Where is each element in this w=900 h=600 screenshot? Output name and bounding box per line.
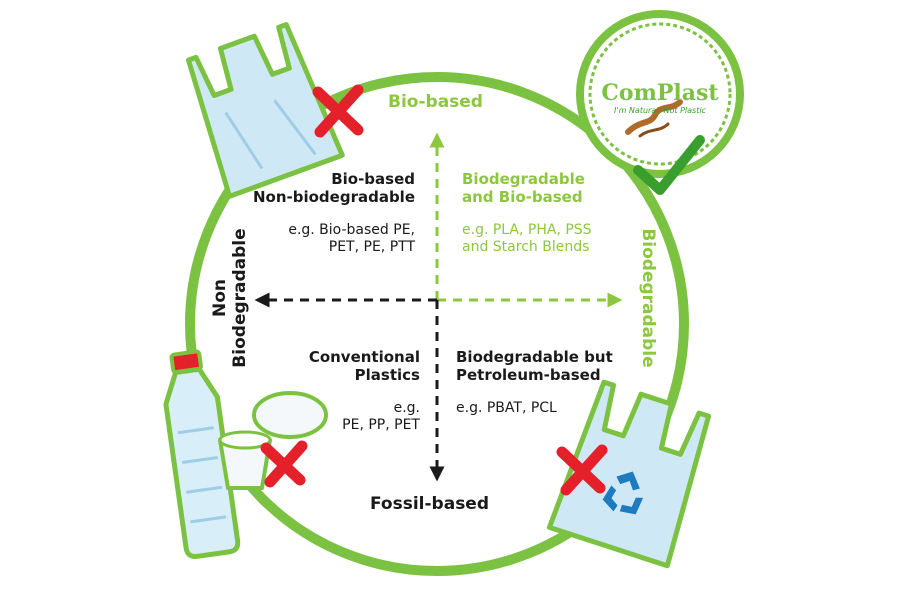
axis-label-bottom: Fossil-based: [370, 494, 490, 514]
axis-label-top: Bio-based: [388, 92, 483, 112]
quadrant-top-right-title: Biodegradable and Bio-based: [462, 170, 585, 206]
check-mark-icon: [633, 135, 705, 195]
worm-icon: [625, 99, 683, 138]
recycle-bag-icon: [546, 379, 712, 569]
x-mark-icon: [312, 84, 364, 138]
x-mark-icon: [260, 440, 308, 488]
plastic-bag-icon: [186, 22, 345, 199]
container-icon: [218, 391, 328, 490]
quadrant-top-left-examples: e.g. Bio-based PE, PET, PE, PTT: [288, 222, 415, 255]
bottle-icon: [163, 349, 241, 559]
quadrant-bottom-right-examples: e.g. PBAT, PCL: [456, 400, 557, 416]
x-mark-icon: [556, 444, 608, 496]
quadrant-bottom-left-title: Conventional Plastics: [308, 348, 420, 384]
complast-logo: [576, 10, 744, 178]
quadrant-top-left-title: Bio-based Non-biodegradable: [252, 170, 415, 206]
quadrant-bottom-right-title: Biodegradable but Petroleum-based: [456, 348, 613, 384]
logo-name: ComPlast: [601, 80, 719, 106]
quadrant-top-right-examples: e.g. PLA, PHA, PSS and Starch Blends: [462, 222, 592, 255]
logo-tagline: I'm Natural, Not Plastic: [614, 106, 706, 115]
quadrant-bottom-left-examples: e.g. PE, PP, PET: [342, 400, 420, 433]
